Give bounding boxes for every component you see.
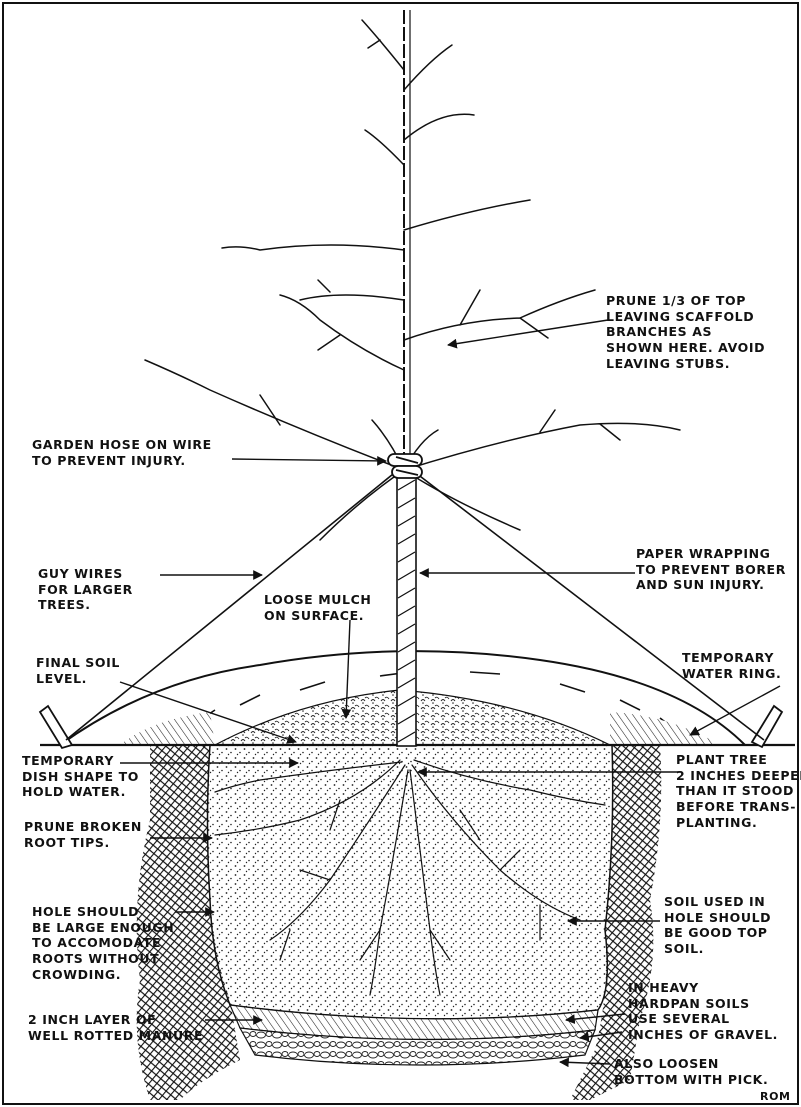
stake-left (40, 706, 72, 748)
planting-hole (208, 745, 613, 1019)
ring-hatch-right (610, 712, 720, 745)
garden-hose (388, 454, 422, 478)
artist-signature: ROM (760, 1090, 791, 1104)
ring-hatch-left (120, 712, 215, 745)
stake-right (752, 706, 782, 747)
